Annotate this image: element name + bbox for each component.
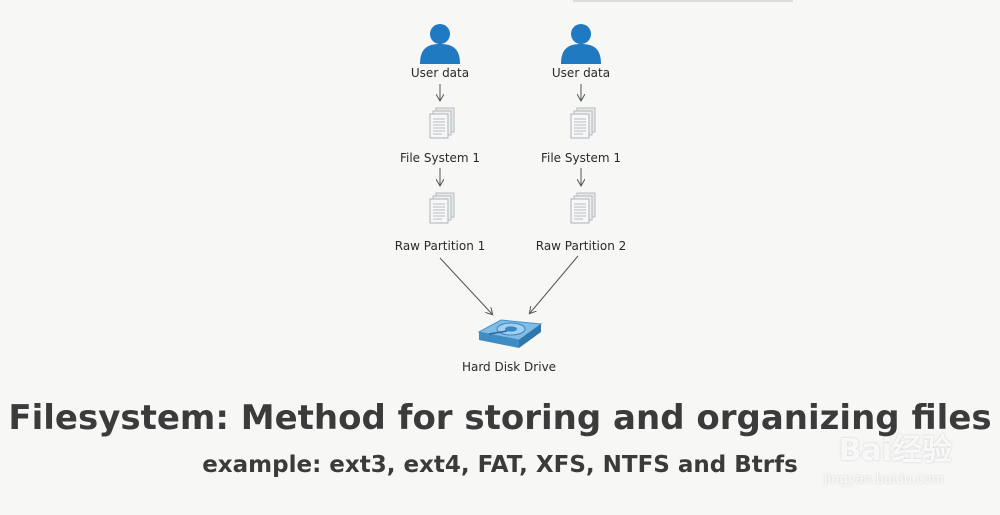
connector-arrow (439, 257, 492, 314)
caption-subtitle: example: ext3, ext4, FAT, XFS, NTFS and … (202, 452, 798, 478)
node-label-partition-right: Raw Partition 2 (535, 239, 627, 253)
hard-disk-icon (477, 319, 543, 348)
user-icon (561, 24, 601, 64)
node-label-drive: Hard Disk Drive (461, 360, 557, 374)
connector-arrow (530, 255, 579, 313)
caption-title: Filesystem: Method for storing and organ… (8, 398, 992, 438)
document-stack-icon (429, 107, 455, 139)
node-label-fs-right: File System 1 (540, 151, 622, 165)
node-label-partition-left: Raw Partition 1 (394, 239, 486, 253)
watermark-url: jingyan.baidu.com (824, 472, 944, 487)
filesystem-diagram (420, 24, 601, 348)
document-stack-icon (429, 192, 455, 224)
document-stack-icon (570, 107, 596, 139)
node-label-user-right: User data (551, 66, 611, 80)
node-label-fs-left: File System 1 (399, 151, 481, 165)
user-icon (420, 24, 460, 64)
top-edge-bar (573, 0, 793, 2)
node-label-user-left: User data (410, 66, 470, 80)
document-stack-icon (570, 192, 596, 224)
watermark-logo: Bai经验 (838, 433, 952, 468)
